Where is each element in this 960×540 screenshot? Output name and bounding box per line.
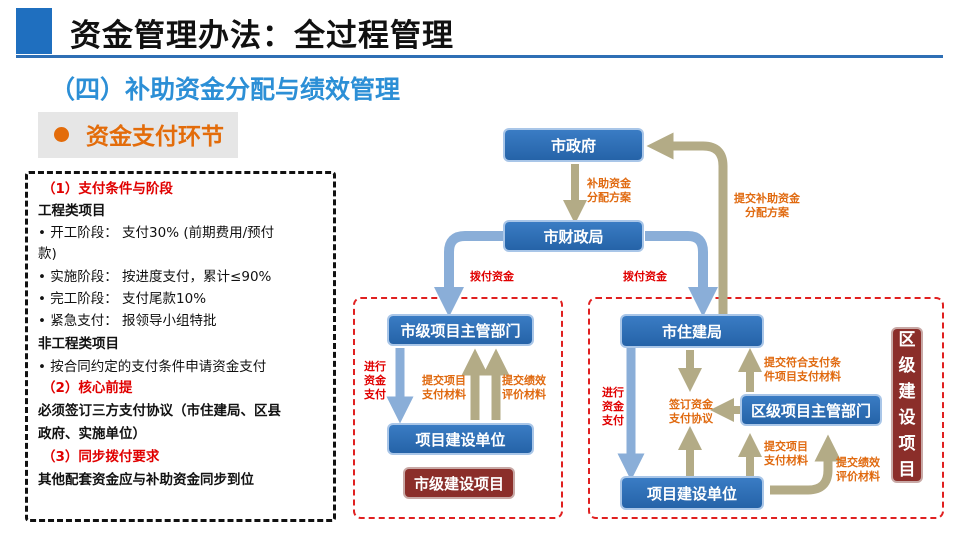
label-district-submit-perf: 提交绩效评价材料 (836, 456, 880, 483)
label-disburse-right: 拨付资金 (623, 270, 667, 283)
label-district-pay: 进行资金支付 (602, 386, 624, 427)
non-engineering-title: 非工程类项目 (38, 336, 119, 352)
arrow-finance-to-housing (645, 231, 718, 317)
node-housing-bureau: 市住建局 (622, 316, 762, 346)
core-premise-text-2: 政府、实施单位） (38, 426, 146, 442)
list-item: • 按合同约定的支付条件申请资金支付 (38, 359, 267, 375)
node-finance-bureau: 市财政局 (505, 222, 642, 250)
node-city-project-dept: 市级项目主管部门 (389, 316, 532, 344)
node-district-construction-unit: 项目建设单位 (622, 478, 762, 508)
payment-conditions-panel: （1）支付条件与阶段 工程类项目 • 开工阶段： 支付30% (前期费用/预付 … (25, 171, 336, 522)
label-city-pay: 进行资金支付 (364, 360, 386, 401)
section-title: 资金支付环节 (86, 124, 224, 150)
list-item: • 实施阶段： 按进度支付，累计≤90% (38, 269, 272, 285)
label-district-submit-payment: 提交项目支付材料 (764, 440, 808, 467)
label-allocation-plan: 补助资金分配方案 (587, 177, 631, 204)
label-sign-agreement: 签订资金支付协议 (669, 398, 713, 425)
title-accent-bar (16, 8, 52, 54)
page-subtitle: （四）补助资金分配与绩效管理 (50, 75, 401, 104)
arrow-finance-to-city-dept (434, 231, 505, 317)
bullet-dot-icon (54, 127, 69, 142)
label-city-submit-payment: 提交项目支付材料 (422, 374, 466, 401)
title-underline (16, 55, 943, 58)
district-level-region (588, 297, 944, 519)
label-submit-plan: 提交补助资金分配方案 (734, 192, 800, 219)
engineering-title: 工程类项目 (38, 203, 106, 219)
node-city-construction-unit: 项目建设单位 (389, 425, 532, 453)
sync-disbursement-text: 其他配套资金应与补助资金同步到位 (38, 472, 254, 488)
heading-payment-conditions: （1）支付条件与阶段 (42, 181, 173, 197)
label-submit-qualified: 提交符合支付条件项目支付材料 (764, 356, 841, 383)
section-header-box (38, 112, 238, 158)
list-item: • 开工阶段： 支付30% (前期费用/预付 (38, 225, 275, 241)
arrow-housing-to-gov (646, 132, 728, 316)
list-item: • 完工阶段： 支付尾款10% (38, 291, 207, 307)
node-district-project-dept: 区级项目主管部门 (742, 396, 880, 424)
label-disburse-left: 拨付资金 (470, 270, 514, 283)
label-city-submit-perf: 提交绩效评价材料 (502, 374, 546, 401)
arrow-unit-perf-to-district-dept (770, 434, 842, 495)
node-city-construction-project: 市级建设项目 (405, 469, 513, 497)
list-item: • 紧急支付： 报领导小组特批 (38, 313, 217, 329)
list-item: 款) (38, 246, 57, 262)
node-city-government: 市政府 (505, 130, 642, 160)
page-title: 资金管理办法：全过程管理 (70, 18, 454, 54)
heading-core-premise: （2）核心前提 (42, 380, 133, 396)
heading-sync-disbursement: （3）同步拨付要求 (42, 449, 160, 465)
node-district-construction-project: 区级建设项目 (893, 329, 921, 481)
core-premise-text: 必须签订三方支付协议（市住建局、区县 (38, 403, 281, 419)
